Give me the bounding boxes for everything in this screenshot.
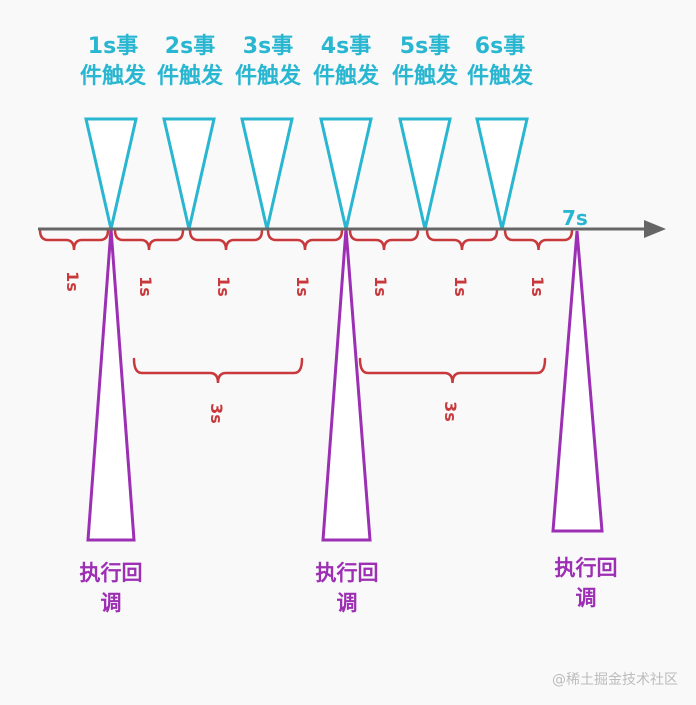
event-triangle-1 bbox=[84, 117, 138, 230]
event-triangle-6 bbox=[475, 117, 529, 230]
callback-triangle-1 bbox=[86, 228, 136, 542]
interval-label-3: 1s bbox=[213, 276, 233, 297]
event-triangle-2 bbox=[162, 117, 216, 230]
window-brace-2 bbox=[358, 357, 547, 384]
interval-brace-6 bbox=[425, 228, 499, 251]
event-label-5: 5s事件触发 bbox=[391, 34, 458, 89]
event-label-1: 1s事件触发 bbox=[79, 34, 146, 89]
event-triangle-3 bbox=[240, 117, 294, 230]
window-label-2: 3s bbox=[440, 401, 460, 422]
interval-brace-1 bbox=[38, 228, 110, 251]
event-triangle-5 bbox=[398, 117, 452, 230]
event-label-2: 2s事件触发 bbox=[156, 34, 223, 89]
interval-label-4: 1s bbox=[292, 276, 312, 297]
interval-label-7: 1s bbox=[527, 276, 547, 297]
callback-label-3: 执行回调 bbox=[554, 556, 618, 610]
interval-brace-7 bbox=[503, 228, 574, 251]
end-time-label: 7s bbox=[562, 206, 588, 230]
interval-brace-4 bbox=[266, 228, 344, 251]
interval-brace-5 bbox=[348, 228, 420, 251]
event-label-6: 6s事件触发 bbox=[466, 34, 533, 89]
callback-triangle-2 bbox=[321, 228, 372, 542]
interval-label-2: 1s bbox=[135, 276, 155, 297]
callback-triangle-3 bbox=[551, 230, 604, 533]
window-brace-1 bbox=[132, 357, 304, 384]
interval-brace-2 bbox=[113, 228, 185, 251]
timeline-arrow-icon bbox=[644, 220, 666, 238]
interval-label-5: 1s bbox=[370, 276, 390, 297]
event-label-4: 4s事件触发 bbox=[312, 34, 379, 89]
window-label-1: 3s bbox=[206, 403, 226, 424]
callback-label-2: 执行回调 bbox=[315, 561, 379, 615]
interval-label-6: 1s bbox=[450, 276, 470, 297]
event-label-3: 3s事件触发 bbox=[234, 34, 301, 89]
watermark: @稀土掘金技术社区 bbox=[552, 672, 678, 688]
interval-label-1: 1s bbox=[62, 271, 82, 292]
callback-label-1: 执行回调 bbox=[79, 561, 143, 615]
event-triangle-4 bbox=[319, 117, 373, 230]
interval-brace-3 bbox=[188, 228, 264, 251]
